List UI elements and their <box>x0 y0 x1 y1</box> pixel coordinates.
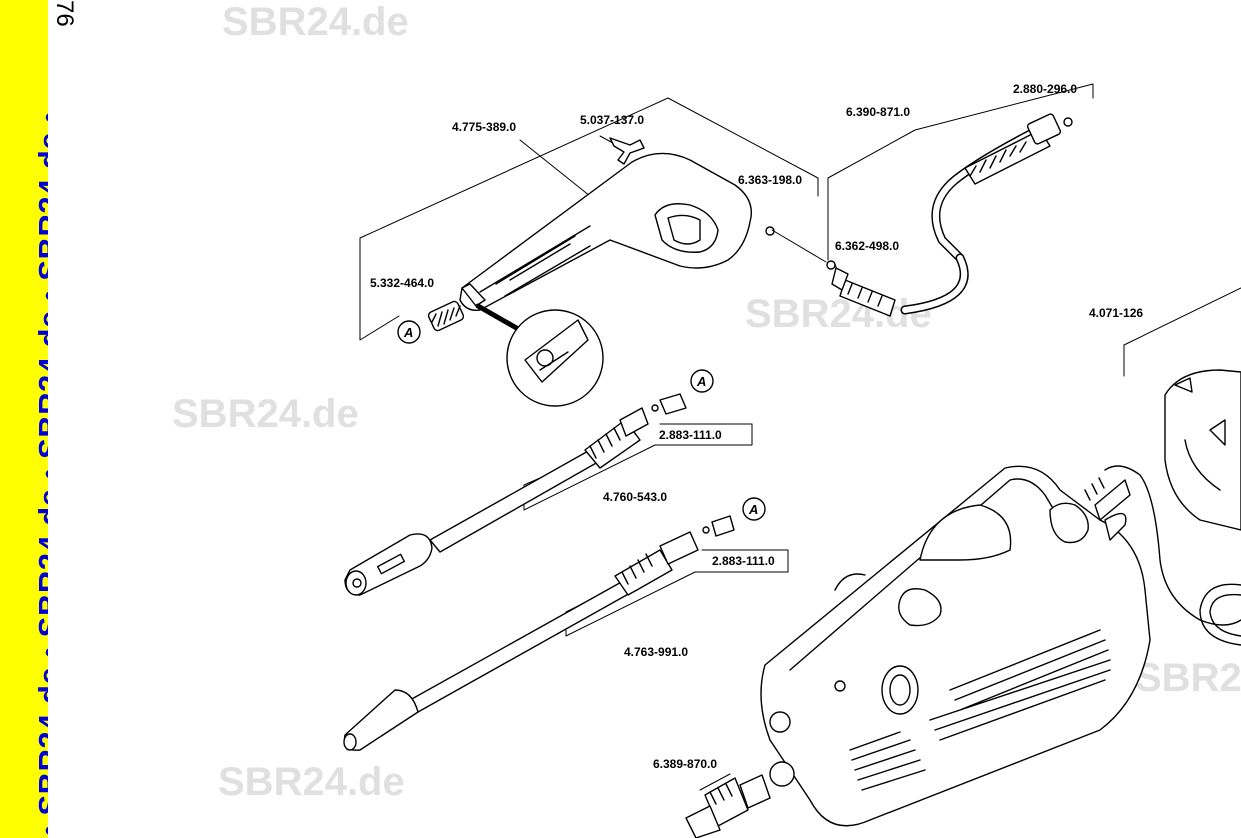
spring <box>427 300 465 332</box>
part-label-hose: 6.390-871.0 <box>846 105 911 119</box>
power-cord <box>1104 465 1241 646</box>
callout-a <box>397 320 766 521</box>
watermark: SBR24.de <box>172 392 359 436</box>
high-pressure-hose <box>831 113 1062 317</box>
part-label-garden-hose-adapter: 6.389-870.0 <box>653 757 718 771</box>
part-label-o-ring-b: 2.880-296.0 <box>1013 82 1078 96</box>
part-label-seal-set-2: 2.883-111.0 <box>712 554 775 568</box>
clip <box>609 137 645 165</box>
o-ring <box>826 260 836 270</box>
part-label-gun-housing: 4.775-389.0 <box>452 120 517 134</box>
part-label-o-ring-a: 6.363-198.0 <box>738 173 803 187</box>
pump-housing <box>1164 369 1241 531</box>
garden-hose-adapter <box>685 774 771 838</box>
watermark: SBR24.de <box>1135 656 1241 700</box>
callout-letter: A <box>749 502 759 517</box>
pressure-washer-unit <box>760 465 1151 827</box>
o-ring <box>1063 117 1073 127</box>
watermark: SBR24.de <box>745 292 932 336</box>
detail-magnifier <box>475 303 604 407</box>
callout-letter: A <box>404 325 414 340</box>
callout-letter: A <box>697 374 707 389</box>
part-label-pump-unit: 4.071-126 <box>1089 306 1144 320</box>
o-ring <box>765 226 775 236</box>
part-label-connector: 6.362-498.0 <box>835 239 900 253</box>
watermark: SBR24.de <box>222 0 409 44</box>
part-label-spring: 5.332-464.0 <box>370 276 435 290</box>
part-label-spray-lance-2: 4.763-991.0 <box>624 645 689 659</box>
part-label-spray-lance-1: 4.760-543.0 <box>603 490 668 504</box>
watermark: SBR24.de <box>218 760 405 804</box>
spray-gun-housing <box>459 152 753 311</box>
sidebar-banner: • SBR24.de • SBR24.de • SBR24.de • SBR24… <box>0 0 48 838</box>
spray-lance-2 <box>343 515 735 751</box>
part-label-clip: 5.037-137.0 <box>580 113 645 127</box>
spray-lance-1 <box>344 393 687 596</box>
part-label-seal-set-1: 2.883-111.0 <box>659 428 722 442</box>
